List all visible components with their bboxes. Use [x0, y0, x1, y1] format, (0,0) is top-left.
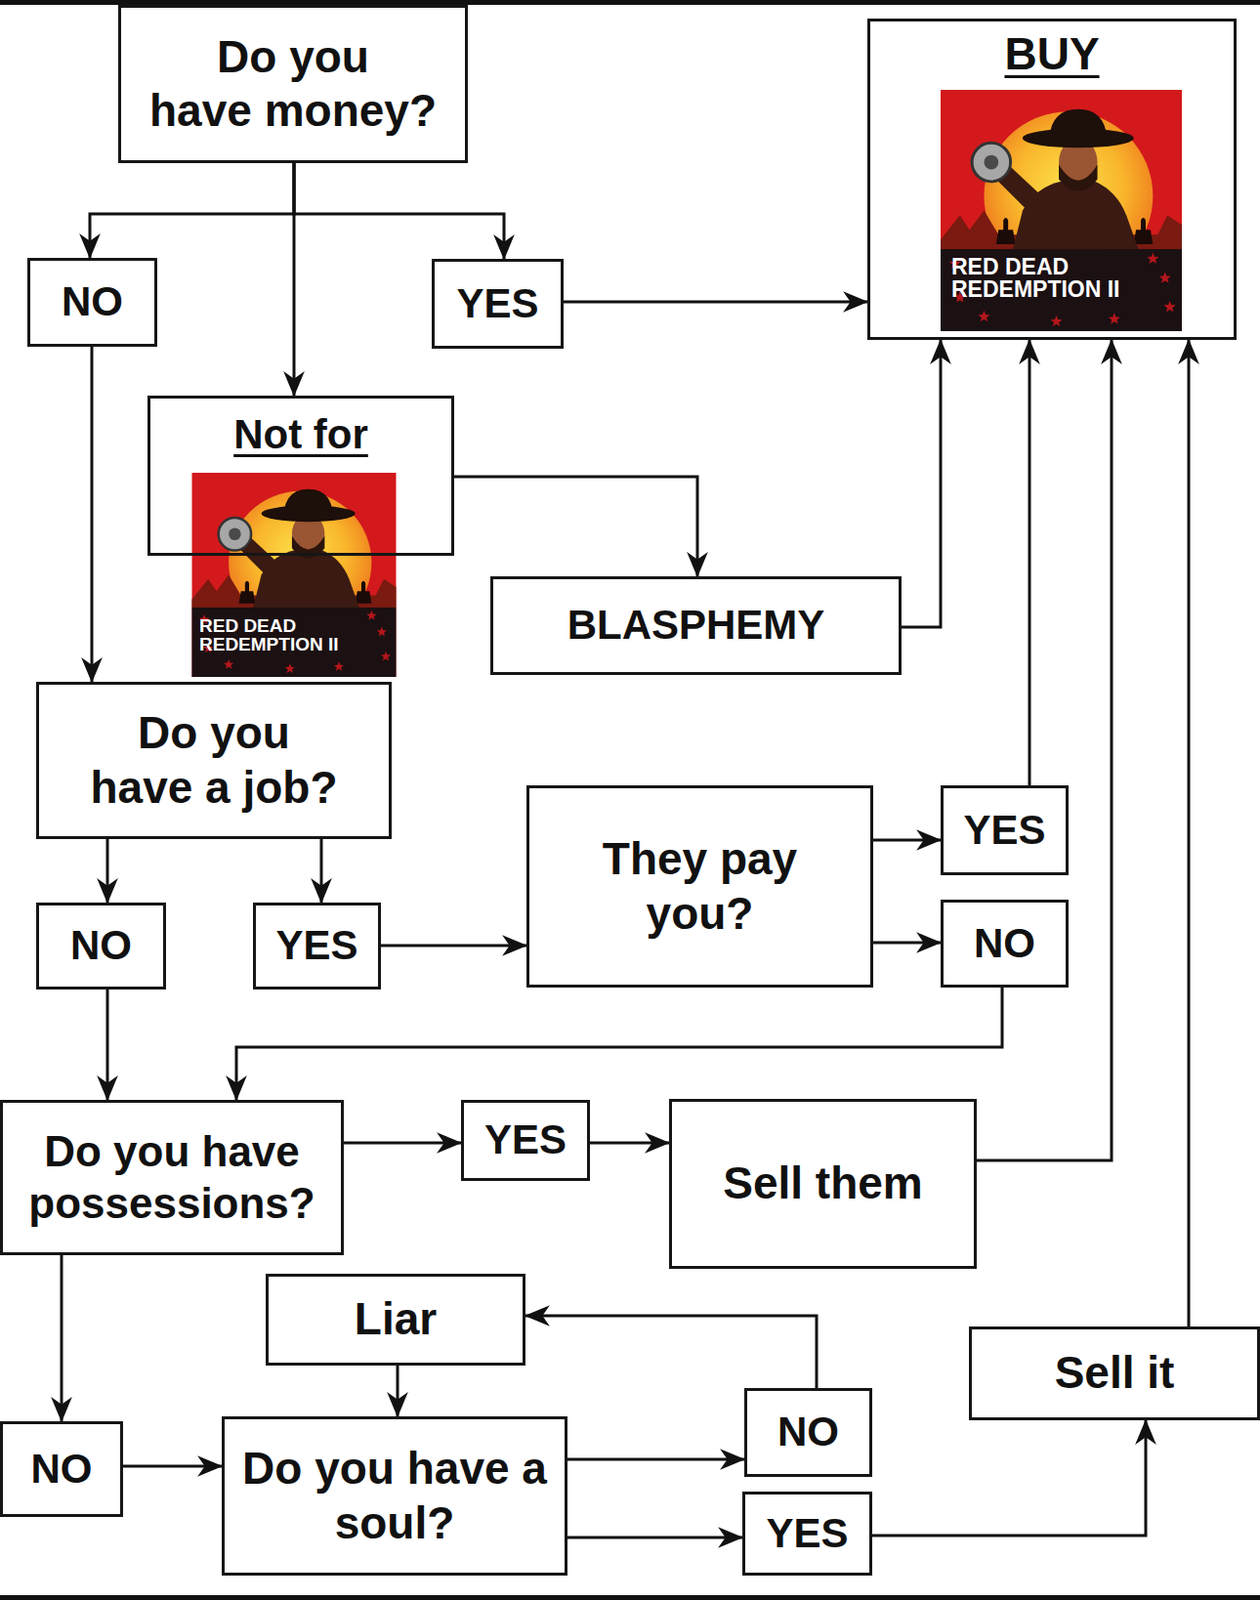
box-text: Do you have a soul?: [238, 1441, 551, 1550]
box-text: Sell it: [1054, 1345, 1176, 1400]
flow-box: Liar: [265, 1273, 526, 1366]
box-text: Do you have a job?: [52, 706, 376, 814]
flow-box: NO: [940, 899, 1069, 988]
flow-arrow: [901, 339, 941, 628]
flow-arrow: [1028, 339, 1032, 786]
flow-arrow: [106, 989, 110, 1100]
flow-arrow: [123, 1465, 222, 1469]
frame-line: [0, 1595, 1260, 1600]
flow-arrow: [589, 1141, 670, 1145]
cover-title: RED DEAD REDEMPTION II: [199, 616, 391, 654]
flow-arrow: [873, 839, 941, 842]
box-text: NO: [61, 277, 124, 327]
flow-box: Do you have a job?: [36, 681, 392, 840]
flow-arrow: [1187, 339, 1191, 1327]
box-text: YES: [456, 279, 539, 329]
flow-box: Do you have a soul?: [221, 1416, 568, 1576]
box-text: NO: [777, 1407, 840, 1457]
box-text: YES: [484, 1115, 567, 1165]
box-text: NO: [70, 921, 132, 970]
flow-arrow: [380, 944, 527, 948]
flow-arrow: [396, 1365, 400, 1417]
flow-arrow: [293, 163, 296, 396]
flow-arrow: [454, 476, 698, 577]
box-text: NO: [973, 919, 1036, 968]
box-text: Sell them: [722, 1156, 924, 1211]
flow-box: YES: [431, 258, 564, 349]
flow-arrow: [320, 839, 324, 903]
flow-arrow: [106, 839, 110, 903]
flow-box: Sell it: [968, 1326, 1260, 1421]
flow-arrow: [294, 163, 504, 259]
flow-box: NO: [27, 257, 158, 347]
flow-box: YES: [461, 1099, 590, 1181]
flow-box: YES: [252, 902, 381, 990]
flow-arrow: [563, 300, 868, 304]
flow-box: NO: [36, 902, 167, 990]
box-text: Liar: [354, 1292, 437, 1346]
flow-box: Not for: [147, 395, 455, 556]
game-cover: [192, 472, 397, 677]
box-text: Do you have money?: [134, 30, 452, 138]
flow-box: BLASPHEMY: [490, 576, 902, 675]
flow-box: They pay you?: [526, 785, 874, 988]
flow-arrow: [567, 1458, 745, 1462]
flow-box: NO: [744, 1387, 873, 1477]
box-text: BUY: [1004, 27, 1099, 82]
flow-arrow: [236, 987, 1003, 1100]
flow-arrow: [525, 1315, 817, 1388]
flow-box: YES: [940, 785, 1069, 876]
flow-arrow: [89, 163, 294, 258]
flow-arrow: [343, 1141, 462, 1145]
game-cover: [940, 89, 1182, 332]
box-text: They pay you?: [543, 832, 857, 940]
flow-box: Do you have money?: [118, 4, 468, 164]
flow-box: Sell them: [669, 1098, 977, 1269]
flow-arrow: [873, 941, 941, 945]
flow-box: NO: [0, 1421, 124, 1517]
flow-box: YES: [742, 1491, 873, 1576]
flow-arrow: [872, 1420, 1146, 1536]
flow-arrow: [90, 346, 94, 682]
flow-arrow: [567, 1536, 743, 1540]
box-text: YES: [963, 805, 1046, 855]
box-text: BLASPHEMY: [567, 600, 826, 650]
box-text: YES: [275, 921, 358, 970]
cover-title: RED DEAD REDEMPTION II: [951, 255, 1175, 301]
flow-box: Do you have possessions?: [0, 1099, 344, 1256]
box-text: Do you have possessions?: [16, 1126, 328, 1230]
flow-arrow: [60, 1255, 64, 1422]
box-text: NO: [31, 1444, 93, 1494]
box-text: Not for: [233, 410, 369, 460]
flow-arrow: [976, 339, 1112, 1161]
box-text: YES: [765, 1509, 848, 1558]
